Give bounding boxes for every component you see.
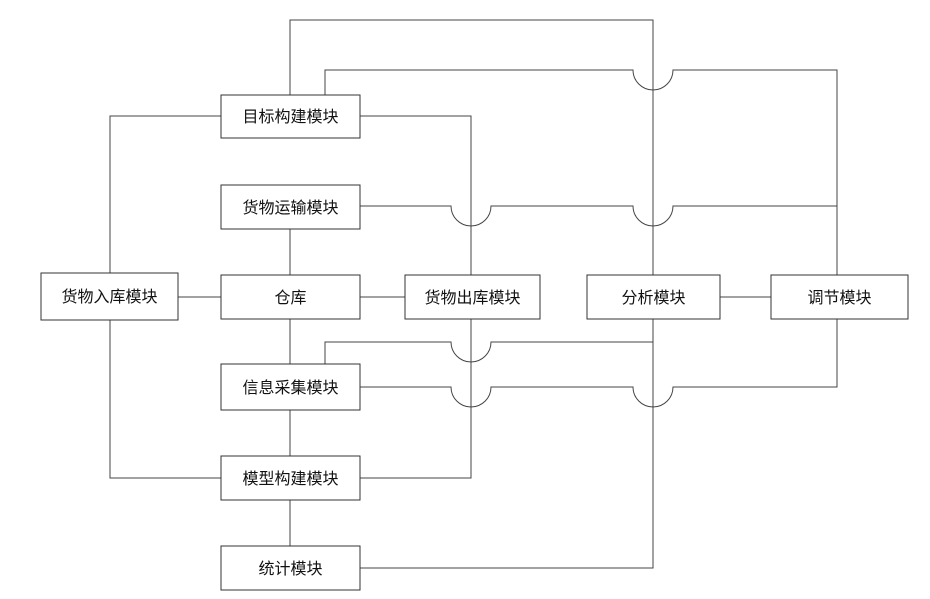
trunk-top-to-target (290, 20, 653, 95)
label-goods-transport: 货物运输模块 (242, 198, 338, 217)
label-adjust: 调节模块 (807, 288, 871, 307)
label-statistics: 统计模块 (258, 559, 322, 578)
label-analysis: 分析模块 (621, 288, 685, 307)
box-analysis: 分析模块 (587, 275, 720, 319)
link-target-outbound (360, 116, 471, 275)
label-target-build: 目标构建模块 (242, 107, 338, 126)
link-transport-adjust (360, 206, 837, 226)
box-goods-outbound: 货物出库模块 (405, 275, 540, 319)
label-info-collect: 信息采集模块 (242, 378, 338, 397)
link-info-adjust (360, 319, 837, 407)
box-info-collect: 信息采集模块 (221, 364, 360, 410)
link-info-analysis-upper (325, 342, 653, 364)
link-target-inbound (110, 116, 221, 273)
analysis-column-bottom (360, 319, 653, 568)
box-goods-inbound: 货物入库模块 (41, 273, 178, 320)
box-warehouse: 仓库 (221, 275, 360, 319)
box-model-build: 模型构建模块 (221, 456, 360, 500)
link-inbound-model (110, 320, 221, 478)
link-target-adjust (325, 70, 837, 275)
label-warehouse: 仓库 (274, 288, 306, 307)
box-statistics: 统计模块 (221, 546, 360, 590)
label-goods-inbound: 货物入库模块 (61, 287, 157, 306)
box-adjust: 调节模块 (771, 275, 908, 319)
box-goods-transport: 货物运输模块 (221, 185, 360, 229)
label-goods-outbound: 货物出库模块 (424, 288, 520, 307)
label-model-build: 模型构建模块 (242, 469, 338, 488)
box-target-build: 目标构建模块 (221, 95, 360, 138)
